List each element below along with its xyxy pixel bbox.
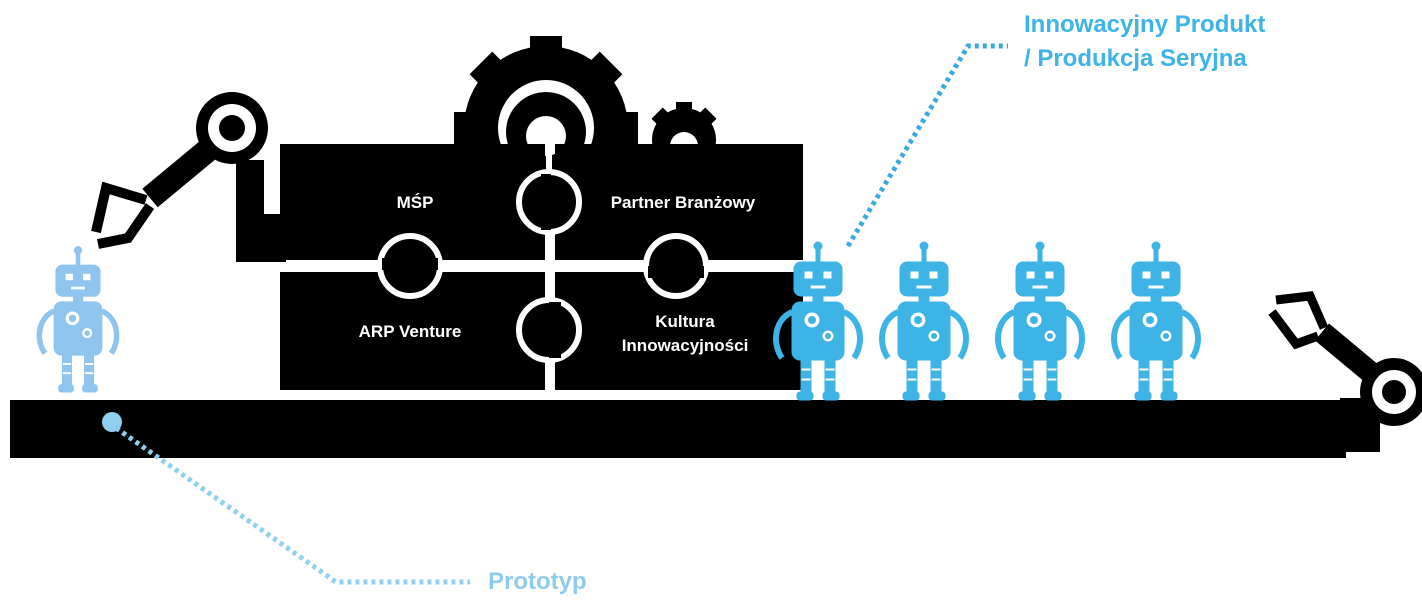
left-robotic-arm-icon (91, 92, 286, 262)
conveyor-belt (10, 400, 1346, 458)
label-kultura-line2: Innowacyjności (621, 336, 749, 355)
production-robot-icon (1114, 242, 1198, 400)
label-kultura: Kultura Innowacyjności (600, 310, 770, 358)
label-partner: Partner Branżowy (610, 193, 756, 212)
label-product-line1: Innowacyjny Produkt (1024, 11, 1266, 38)
label-arp: ARP Venture (358, 322, 462, 341)
production-robot-icon (998, 242, 1082, 400)
label-msp: MŚP (396, 193, 434, 212)
prototype-leader-line (102, 412, 470, 585)
prototype-robot-icon (39, 247, 116, 392)
label-product: Innowacyjny Produkt / Produkcja Seryjna (1024, 8, 1364, 76)
production-robot-icon (882, 242, 966, 400)
right-robotic-arm-icon (1268, 291, 1422, 452)
label-kultura-line1: Kultura (655, 312, 715, 331)
product-leader-line (845, 43, 1008, 248)
label-prototype: Prototyp (488, 568, 587, 595)
label-product-line2: / Produkcja Seryjna (1024, 45, 1247, 72)
